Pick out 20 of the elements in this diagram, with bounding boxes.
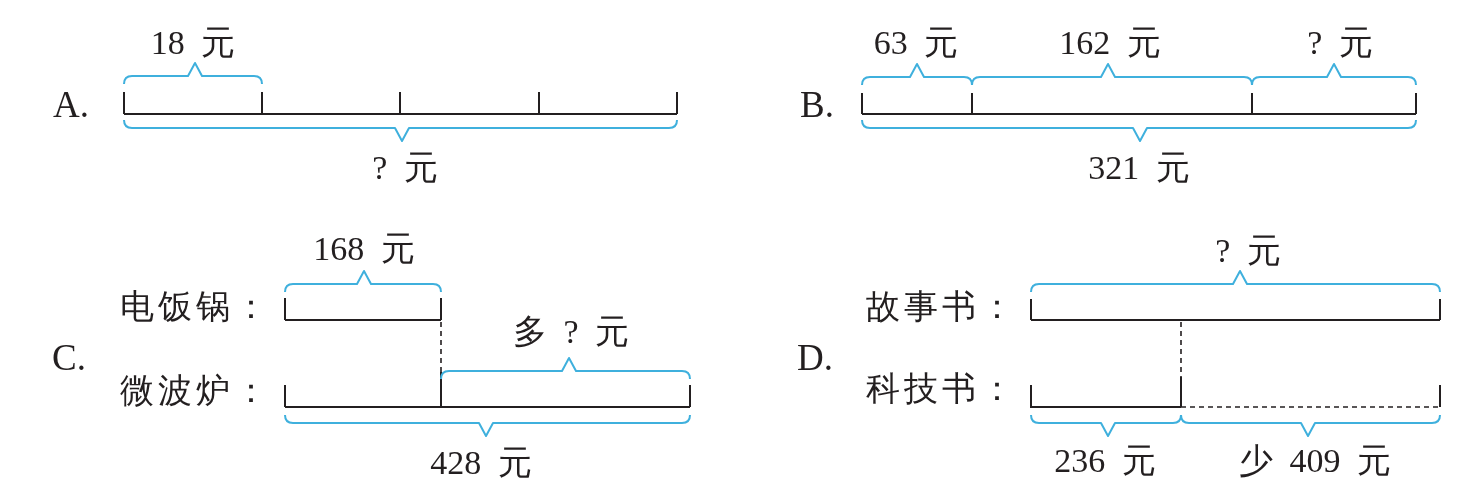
option-letter: C. <box>52 338 86 376</box>
option-letter: B. <box>800 85 834 123</box>
amount-label: 多 ? 元 <box>512 315 630 349</box>
amount-label: 18 元 <box>150 26 236 60</box>
amount-label: 321 元 <box>1088 151 1190 185</box>
amount-label: 63 元 <box>873 26 959 60</box>
item-label: 电饭锅： <box>120 290 272 324</box>
amount-label: 162 元 <box>1059 26 1161 60</box>
item-label: 科技书： <box>866 372 1018 406</box>
amount-label: 少 409 元 <box>1239 444 1391 478</box>
amount-label: ? 元 <box>1215 234 1281 268</box>
item-label: 故事书： <box>866 290 1018 324</box>
amount-label: 428 元 <box>430 446 532 480</box>
item-label: 微波炉： <box>120 374 272 408</box>
amount-label: 168 元 <box>313 232 415 266</box>
option-letter: A. <box>53 85 89 123</box>
amount-label: ? 元 <box>1307 26 1373 60</box>
amount-label: 236 元 <box>1054 444 1156 478</box>
option-letter: D. <box>797 338 833 376</box>
amount-label: ? 元 <box>372 151 438 185</box>
